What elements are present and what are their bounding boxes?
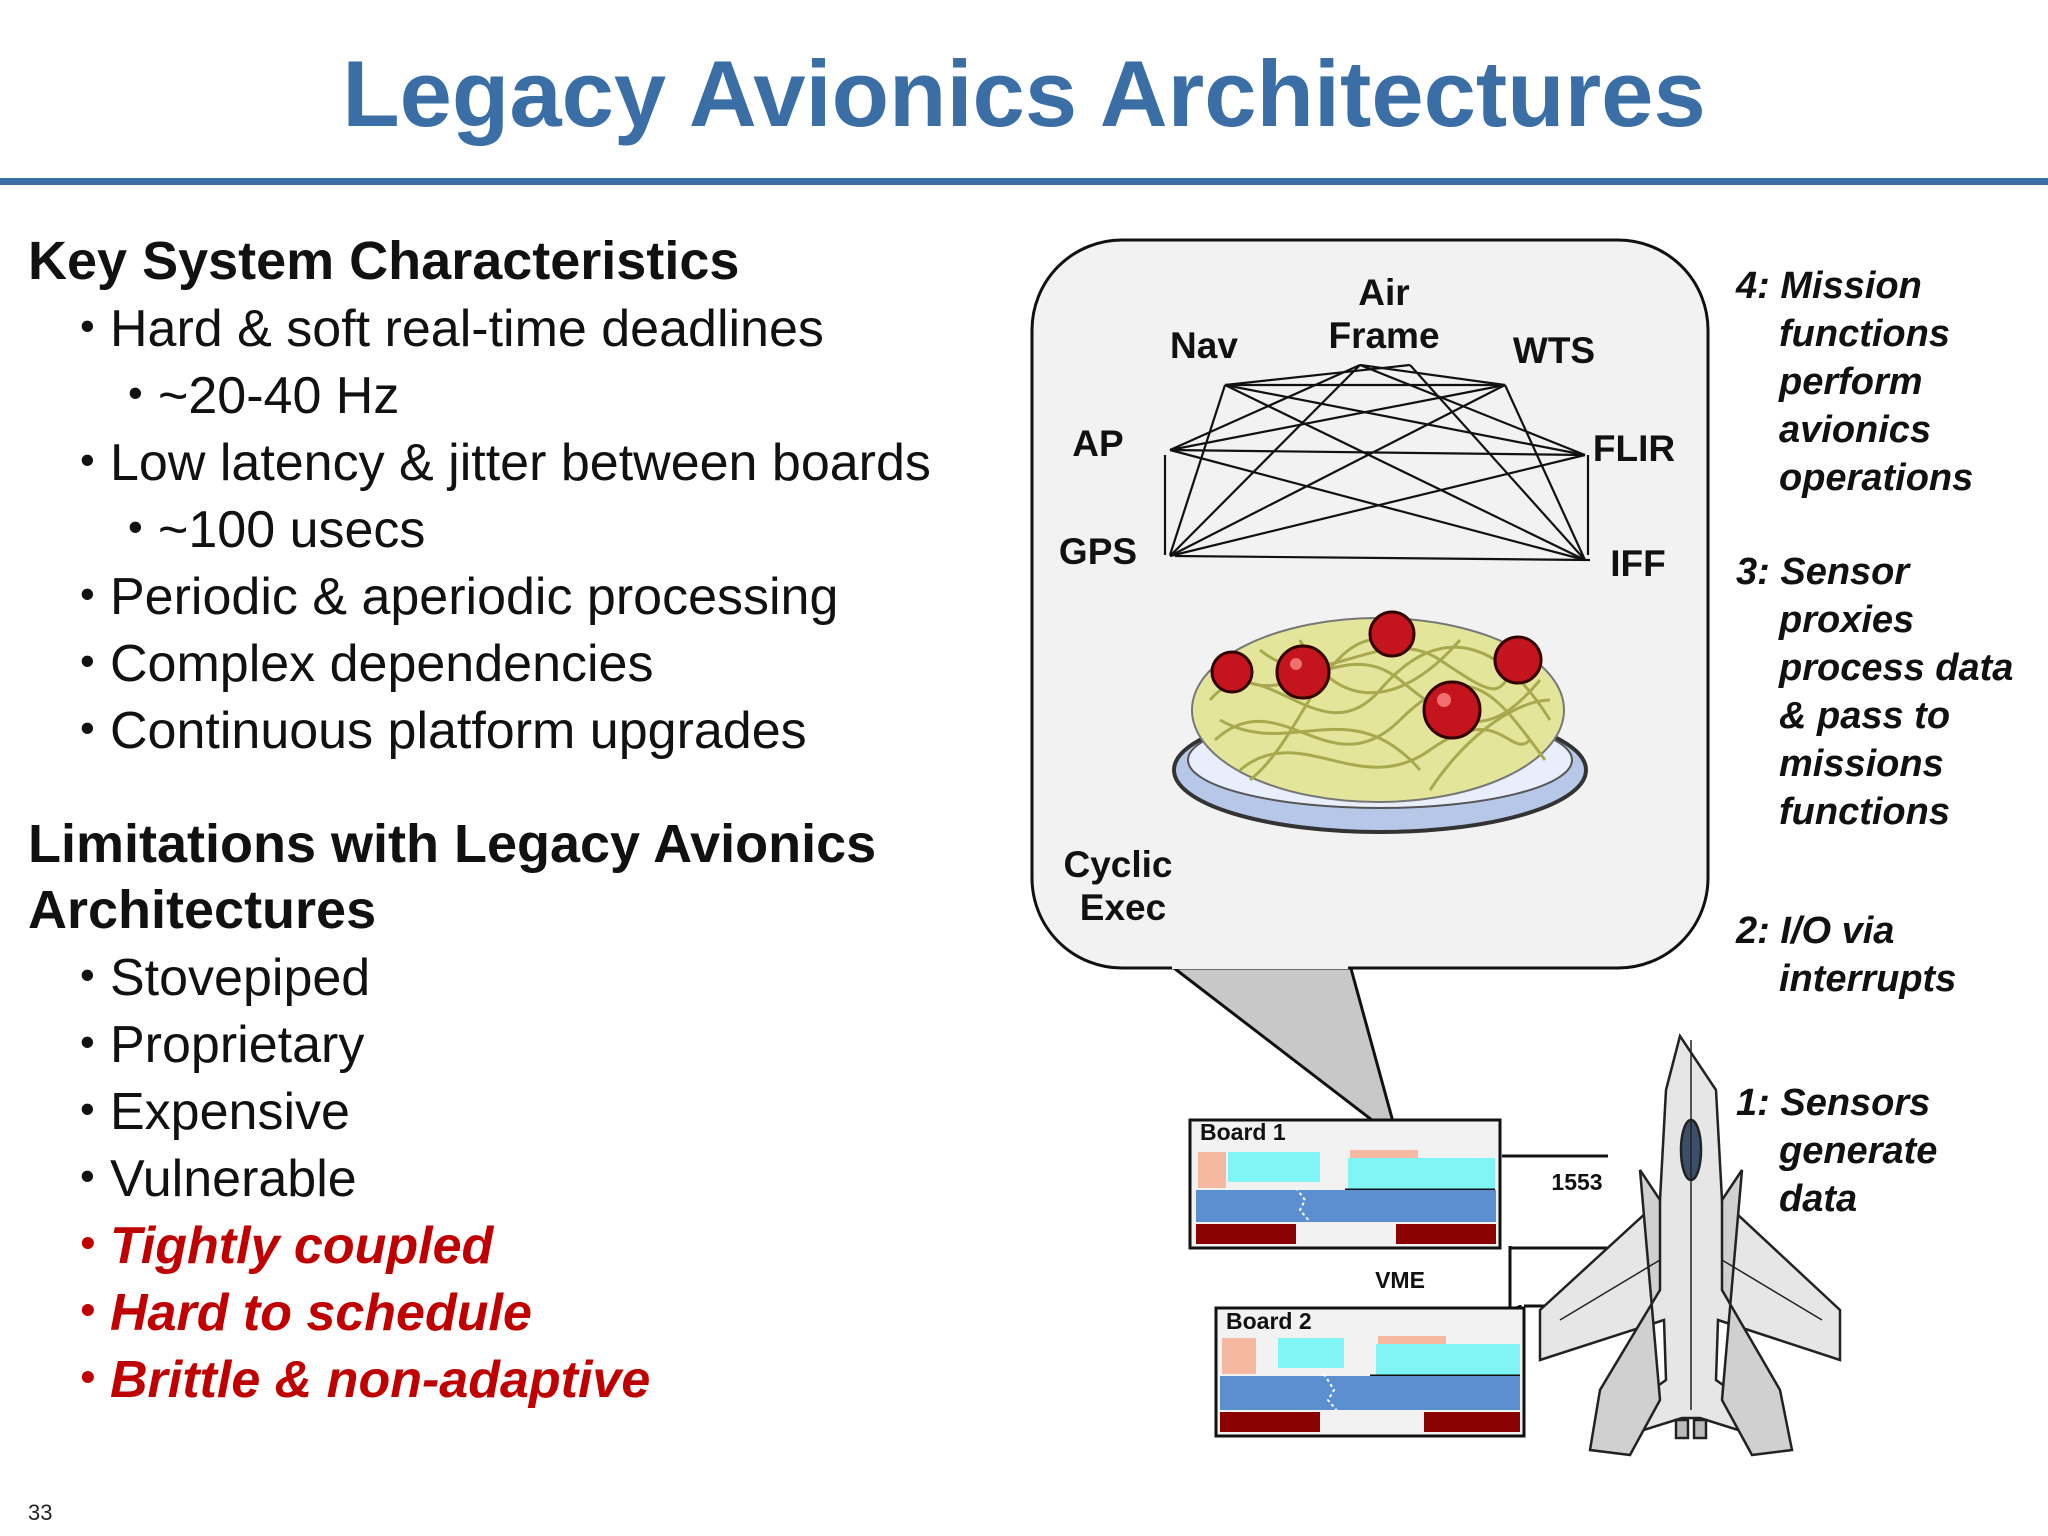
bullet-dot: • [128, 369, 143, 416]
bullet-dot: • [80, 436, 95, 483]
bullet-dot: • [80, 1085, 95, 1132]
limitation-text: Hard to schedule [110, 1284, 532, 1342]
node-frame-label: Frame [1328, 315, 1439, 356]
board-1-label: Board 1 [1200, 1119, 1286, 1145]
step-text: functions [1779, 313, 1950, 355]
step-text: missions [1779, 743, 1944, 785]
board-1: Board 1 [1188, 1118, 1502, 1250]
step-first-line: 3: Sensor [1736, 548, 2013, 596]
limitation-item: • Brittle & non-adaptive [28, 1345, 1028, 1412]
bus-vme-label: VME [1375, 1267, 1425, 1293]
limitations-heading: Limitations with Legacy Avionics Archite… [28, 814, 877, 940]
characteristic-text: ~100 usecs [158, 501, 426, 559]
node-ap-label: AP [1072, 423, 1123, 464]
characteristic-item: • Hard & soft real-time deadlines [28, 294, 1028, 361]
characteristic-item: • Continuous platform upgrades [28, 696, 1028, 763]
bullet-dot: • [128, 503, 143, 550]
bullet-dot: • [80, 1353, 95, 1400]
limitation-text: Expensive [110, 1083, 350, 1141]
step-text: functions [1779, 791, 1950, 833]
characteristic-text: Continuous platform upgrades [110, 702, 807, 760]
board-2: Board 2 [1214, 1306, 1526, 1438]
step-first-line: 1: Sensors [1736, 1079, 1937, 1127]
cyclic-exec-label-1: Cyclic [1063, 844, 1172, 885]
step-number: 1: [1736, 1082, 1770, 1124]
characteristic-item: • Periodic & aperiodic processing [28, 562, 1028, 629]
node-nav-label: Nav [1170, 325, 1238, 366]
step-text: generate [1779, 1130, 1938, 1172]
bullet-dot: • [80, 704, 95, 751]
left-column: Key System Characteristics • Hard & soft … [28, 228, 1028, 1412]
characteristic-item: • Low latency & jitter between boards [28, 428, 1028, 495]
title-divider [0, 178, 2048, 185]
node-air-label: Air [1358, 272, 1409, 313]
limitation-text: Proprietary [110, 1016, 365, 1074]
characteristic-text: Hard & soft real-time deadlines [110, 300, 824, 358]
step-text: data [1779, 1178, 1858, 1220]
step-text: perform [1779, 361, 1923, 403]
limitation-item: • Stovepiped [28, 943, 1028, 1010]
characteristic-item: • Complex dependencies [28, 629, 1028, 696]
characteristic-text: ~20-40 Hz [158, 367, 400, 425]
characteristics-list: • Hard & soft real-time deadlines • ~20-40 … [28, 294, 1028, 763]
limitation-item: • Tightly coupled [28, 1211, 1028, 1278]
characteristic-item: • ~20-40 Hz [28, 361, 1028, 428]
step-text: I/O via [1769, 910, 1895, 952]
step-text: Sensors [1769, 1082, 1931, 1124]
characteristic-text: Low latency & jitter between boards [110, 434, 931, 492]
bullet-dot: • [80, 1219, 95, 1266]
spaghetti-icon [1172, 610, 1588, 834]
limitation-item: • Expensive [28, 1077, 1028, 1144]
characteristic-item: • ~100 usecs [28, 495, 1028, 562]
page-title: Legacy Avionics Architectures [342, 41, 1706, 146]
page-number: 33 [28, 1500, 53, 1525]
step-text: process data [1779, 647, 2014, 689]
step-text: & pass to [1779, 695, 1951, 737]
bullet-dot: • [80, 1018, 95, 1065]
connection-mesh [1163, 363, 1591, 562]
step-number: 2: [1736, 910, 1770, 952]
characteristics-heading: Key System Characteristics [28, 231, 740, 291]
bullet-dot: • [80, 1286, 95, 1333]
limitation-item: • Proprietary [28, 1010, 1028, 1077]
limitation-item: • Vulnerable [28, 1144, 1028, 1211]
step-text: Sensor [1769, 551, 1910, 593]
step-text: proxies [1779, 599, 1915, 641]
node-iff-label: IFF [1610, 543, 1665, 584]
limitation-text: Tightly coupled [110, 1217, 494, 1275]
limitations-list: • Stovepiped • Proprietary • Expensive • Vulner… [28, 943, 1028, 1412]
characteristic-text: Complex dependencies [110, 635, 654, 693]
step-first-line: 4: Mission [1736, 262, 1973, 310]
fighter-jet-icon [1538, 1032, 1842, 1457]
bullet-dot: • [80, 570, 95, 617]
limitation-item: • Hard to schedule [28, 1278, 1028, 1345]
step-number: 4: [1736, 265, 1770, 307]
node-flir-label: FLIR [1593, 428, 1675, 469]
step-text: operations [1779, 457, 1974, 499]
node-wts-label: WTS [1513, 330, 1595, 371]
step-text: interrupts [1779, 958, 1957, 1000]
limitation-text: Brittle & non-adaptive [110, 1351, 651, 1409]
node-gps-label: GPS [1059, 531, 1137, 572]
step-first-line: 2: I/O via [1736, 907, 1956, 955]
characteristic-text: Periodic & aperiodic processing [110, 568, 839, 626]
bullet-dot: • [80, 637, 95, 684]
step-number: 3: [1736, 551, 1770, 593]
bus-1553-label: 1553 [1551, 1169, 1602, 1195]
bullet-dot: • [80, 951, 95, 998]
bullet-dot: • [80, 1152, 95, 1199]
limitation-text: Vulnerable [110, 1150, 357, 1208]
callout-tail [1165, 963, 1401, 1144]
cyclic-exec-label-2: Exec [1080, 887, 1166, 928]
step-text: Mission [1769, 265, 1922, 307]
bullet-dot: • [80, 302, 95, 349]
limitation-text: Stovepiped [110, 949, 371, 1007]
step-text: avionics [1779, 409, 1932, 451]
board-2-label: Board 2 [1226, 1308, 1312, 1334]
